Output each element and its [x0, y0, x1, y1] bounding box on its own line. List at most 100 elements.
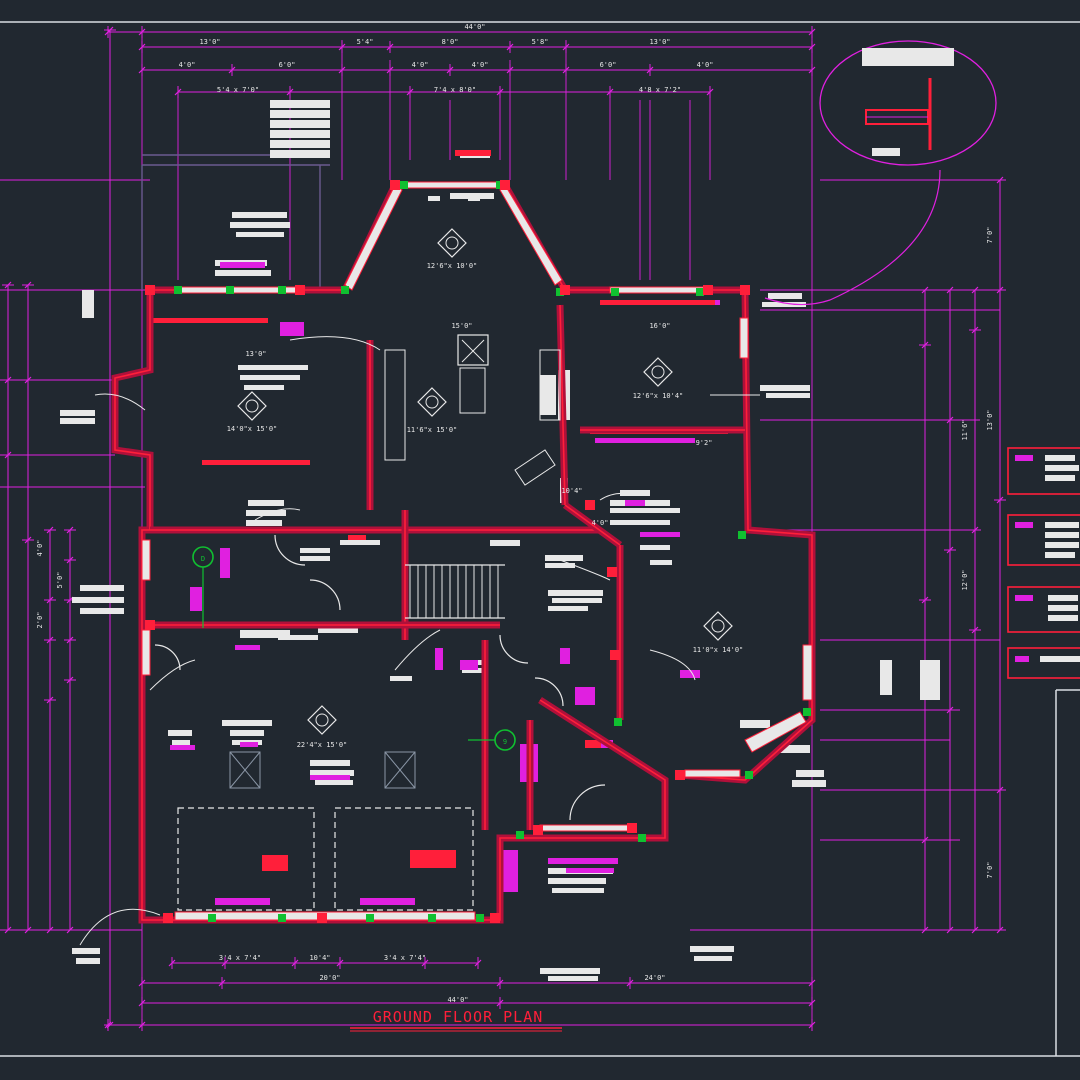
annotation-text [390, 676, 412, 681]
dim-tick [66, 676, 74, 684]
dim-right-col: 13'0" [986, 409, 994, 430]
small-dim: 13'0" [245, 350, 266, 358]
window-west [141, 539, 151, 581]
door-swing-west [154, 644, 181, 671]
annotation-text [236, 232, 284, 237]
dim-right-col: 12'0" [961, 569, 969, 590]
tag-text [280, 322, 304, 336]
dim-tick [24, 281, 32, 289]
annotation-text [315, 780, 353, 785]
dim-door-row: 3'4 x 7'4" [219, 954, 261, 962]
wall-marker [428, 914, 436, 922]
annotation-text [270, 120, 330, 128]
wall-marker [476, 914, 484, 922]
annotation-text [230, 730, 264, 736]
dim-right-col: 11'6" [961, 419, 969, 440]
dim-tick [996, 496, 1004, 504]
dim-overall-bottom: 44'0" [447, 996, 468, 1004]
tag-text [625, 500, 645, 506]
wall-junction [145, 620, 155, 630]
tag-text [435, 648, 443, 670]
dim-top-row: 13'0" [199, 38, 220, 46]
dim-window-size: 4'8 x 7'2" [639, 86, 681, 94]
grid-marker-9[interactable]: 9 [468, 729, 516, 751]
wall-marker [611, 288, 619, 296]
wall-junction [675, 770, 685, 780]
dim-tick [646, 66, 654, 74]
wall-marker [278, 914, 286, 922]
wall-marker [516, 831, 524, 839]
tag-text [310, 775, 350, 780]
wall-junction [163, 913, 173, 923]
dim-tick [946, 546, 954, 554]
wall-marker [803, 708, 811, 716]
leader-line [394, 629, 441, 671]
dim-bottom-left: 20'0" [319, 974, 340, 982]
dim-tick [46, 696, 54, 704]
door-swing-hall [534, 677, 564, 707]
walls [111, 180, 816, 924]
annotation-text [552, 598, 602, 603]
wall-kitchen-east [559, 304, 566, 506]
dim-tick [66, 526, 74, 534]
annotation-text [310, 760, 350, 766]
wall-marker [278, 286, 286, 294]
annotation-text [552, 888, 604, 893]
wall-marker [208, 914, 216, 922]
annotation-text [762, 302, 806, 307]
legend-text [1015, 656, 1029, 662]
small-dim: 9'2" [696, 439, 713, 447]
dim-bottom-right: 24'0" [644, 974, 665, 982]
annotation-text [270, 110, 330, 118]
annotation-text [428, 196, 440, 201]
dim-top-row: 8'0" [442, 38, 459, 46]
wall-junction [585, 500, 595, 510]
annotation-text [690, 946, 734, 952]
annotation-text [76, 958, 100, 964]
leader-line [79, 908, 161, 946]
tag-text [640, 532, 680, 537]
window-family-bay [744, 711, 807, 753]
red-text [348, 535, 366, 540]
room-tag-circle [315, 713, 329, 727]
window-bay-right [499, 184, 563, 286]
door-swing-south [569, 784, 606, 821]
counter-west [384, 349, 406, 461]
legend-text [1015, 595, 1033, 601]
room-tag-circle [651, 365, 665, 379]
annotation-text [215, 270, 271, 276]
room-dimension: 12'6"x 10'4" [633, 392, 684, 400]
wall-junction [610, 650, 620, 660]
annotation-text [240, 375, 300, 380]
sheet-frame [0, 21, 1080, 1057]
tag-text [220, 262, 265, 268]
dim-window-size: 5'4 x 7'0" [217, 86, 259, 94]
window-family-south [684, 769, 741, 778]
car-symbol [384, 751, 416, 789]
annotation-text [766, 393, 810, 398]
wall-junction [607, 567, 617, 577]
counter-angled [514, 449, 556, 486]
legend-text [1045, 542, 1079, 548]
annotation-text [792, 780, 826, 787]
tag-text [220, 548, 230, 578]
dim-right-col: 7'0" [986, 862, 994, 879]
annotation-text [310, 770, 354, 776]
annotation-text [740, 720, 770, 728]
room-tag-circle [425, 395, 439, 409]
wall-junction [317, 913, 327, 923]
fixtures [79, 228, 760, 946]
dim-tick [336, 959, 344, 967]
red-text [410, 850, 456, 868]
exterior-wall-east [679, 640, 813, 781]
room-tag-circle [711, 619, 725, 633]
wall-diagonal [564, 504, 621, 546]
grid-marker-d[interactable]: D [192, 546, 214, 628]
exterior-wall-east-hatch [679, 640, 816, 784]
wall-marker [400, 181, 408, 189]
annotation-text [610, 520, 670, 525]
wall-marker [366, 914, 374, 922]
red-text [262, 855, 288, 871]
